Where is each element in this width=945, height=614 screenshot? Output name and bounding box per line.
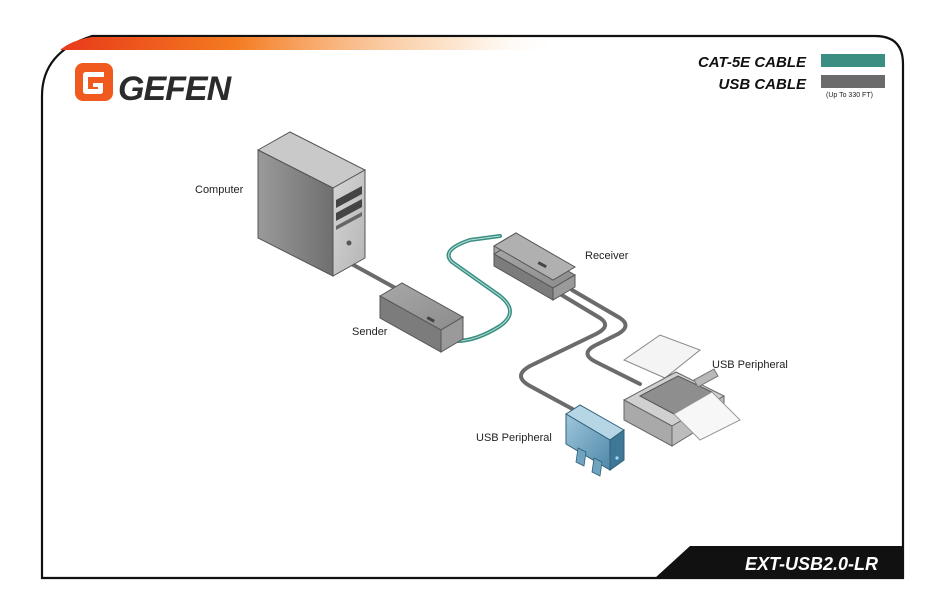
- legend: CAT-5E CABLE USB CABLE (Up To 330 FT): [698, 54, 885, 99]
- cables: [347, 234, 642, 414]
- legend-usb-label: USB CABLE: [718, 76, 806, 93]
- receiver-label: Receiver: [585, 250, 629, 262]
- legend-cat5e-swatch: [821, 54, 885, 67]
- legend-usb-swatch: [821, 75, 885, 88]
- legend-cat5e-label: CAT-5E CABLE: [698, 54, 807, 71]
- receiver-box-icon: [493, 232, 576, 301]
- legend-range-note: (Up To 330 FT): [826, 92, 873, 99]
- printer-icon: [622, 334, 741, 447]
- model-label: EXT-USB2.0-LR: [745, 554, 878, 574]
- computer-label: Computer: [195, 184, 244, 196]
- drive-label: USB Peripheral: [476, 432, 552, 444]
- sender-box-icon: [378, 282, 465, 353]
- logo-wordmark: GEFEN: [118, 70, 233, 108]
- computer-tower-icon: [256, 131, 367, 277]
- model-badge: [655, 546, 903, 578]
- logo-mark-icon: [75, 63, 113, 101]
- frame: EXT-USB2.0-LR: [40, 34, 905, 580]
- printer-label: USB Peripheral: [712, 359, 788, 371]
- gefen-logo: GEFEN: [75, 63, 234, 108]
- usb-drive-icon: [565, 404, 625, 477]
- top-accent-bar: [60, 37, 560, 50]
- sender-label: Sender: [352, 326, 388, 338]
- usb-cable-receiver-drive: [519, 292, 608, 414]
- usb-cable-receiver-printer: [570, 288, 642, 386]
